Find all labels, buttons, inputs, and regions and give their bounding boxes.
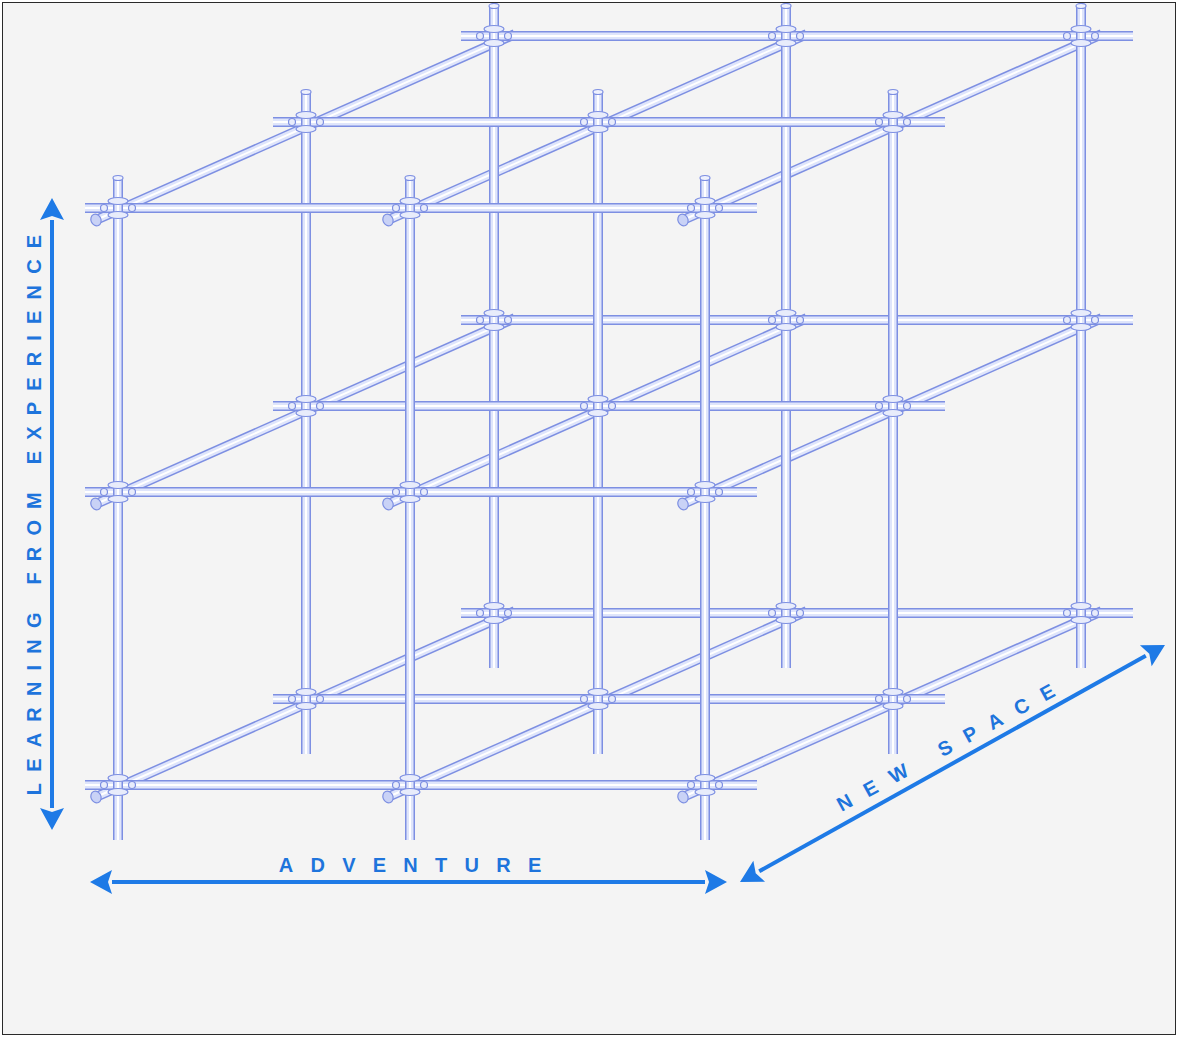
- coupler: [101, 775, 136, 796]
- tube-end: [1076, 4, 1086, 9]
- axis-arrow: [740, 645, 1165, 882]
- tube-end: [676, 212, 690, 227]
- coupler: [581, 689, 616, 710]
- tube-end: [381, 212, 395, 227]
- tube-end: [89, 496, 103, 511]
- standard-tube: [118, 178, 119, 840]
- tube-end: [381, 496, 395, 511]
- axis-label-holder: LEARNING FROM EXPERIENCE: [24, 224, 45, 807]
- axis-label-holder: ADVENTURE: [262, 855, 559, 876]
- coupler: [876, 689, 911, 710]
- tube-end: [405, 176, 415, 181]
- axis-label: ADVENTURE: [262, 855, 559, 875]
- standard-tube: [306, 92, 307, 754]
- coupler: [581, 112, 616, 133]
- tube-end: [89, 212, 103, 227]
- standard-tube: [410, 178, 411, 840]
- depth-rods: [89, 34, 1102, 804]
- standard-tube: [893, 92, 894, 754]
- standard-tube: [1081, 6, 1082, 668]
- tube-end: [888, 90, 898, 95]
- tube-end: [676, 789, 690, 804]
- tube-end: [700, 176, 710, 181]
- coupler: [876, 112, 911, 133]
- coupler: [769, 603, 804, 624]
- standard-tube: [598, 92, 599, 754]
- standard-tube: [786, 6, 787, 668]
- coupler: [477, 310, 512, 331]
- coupler: [688, 775, 723, 796]
- tube-end: [489, 4, 499, 9]
- coupler: [289, 396, 324, 417]
- coupler: [101, 198, 136, 219]
- coupler: [393, 775, 428, 796]
- tube-end: [593, 90, 603, 95]
- coupler: [289, 689, 324, 710]
- tube-end: [301, 90, 311, 95]
- coupler: [769, 26, 804, 47]
- coupler: [477, 26, 512, 47]
- scaffold-layer: [461, 4, 1133, 669]
- coupler: [876, 396, 911, 417]
- coupler: [769, 310, 804, 331]
- coupler: [688, 198, 723, 219]
- coupler: [393, 198, 428, 219]
- coupler: [101, 482, 136, 503]
- axis-arrows: [40, 198, 1165, 894]
- scaffold-illustration: [3, 3, 1175, 1034]
- tube-end: [381, 789, 395, 804]
- tube-end: [89, 789, 103, 804]
- coupler: [477, 603, 512, 624]
- standard-tube: [494, 6, 495, 668]
- scaffold-layer: [85, 176, 757, 841]
- tube-end: [113, 176, 123, 181]
- coupler: [1064, 310, 1099, 331]
- axis-label: LEARNING FROM EXPERIENCE: [24, 224, 44, 807]
- standard-tube: [705, 178, 706, 840]
- scaffold-layer: [273, 90, 945, 755]
- tube-end: [781, 4, 791, 9]
- coupler: [1064, 603, 1099, 624]
- coupler: [393, 482, 428, 503]
- coupler: [289, 112, 324, 133]
- tube-end: [676, 496, 690, 511]
- coupler: [581, 396, 616, 417]
- axis-arrow: [40, 198, 64, 830]
- coupler: [1064, 26, 1099, 47]
- coupler: [688, 482, 723, 503]
